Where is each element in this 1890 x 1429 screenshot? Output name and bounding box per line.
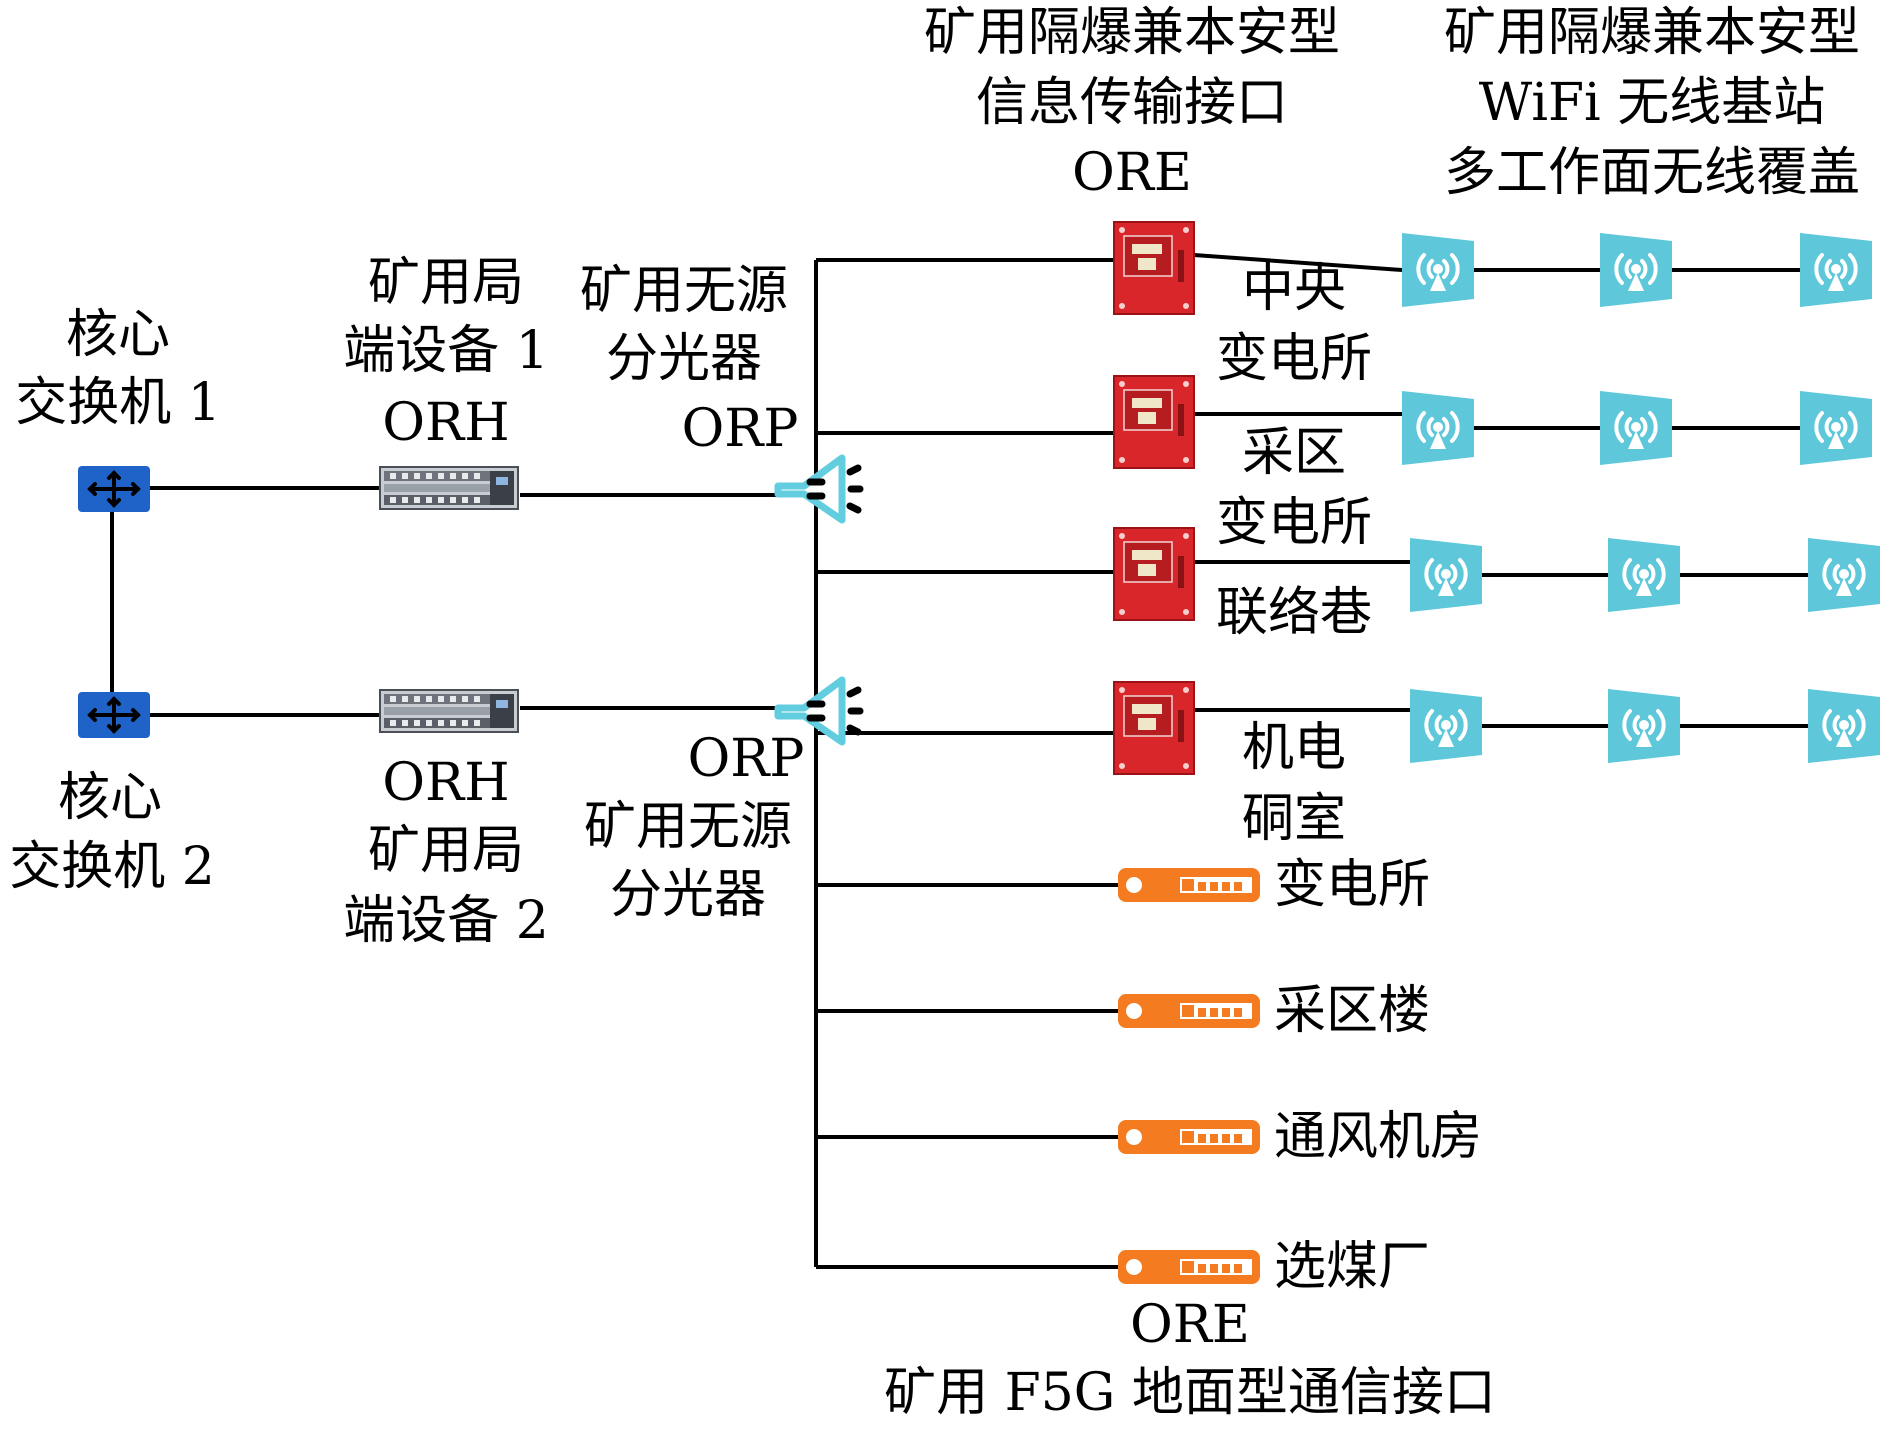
orp-2: ORP 矿用无源 分光器	[584, 680, 860, 925]
orh-2-label-line1: ORH	[382, 753, 509, 813]
orh-1: 矿用局 端设备 1 ORH	[343, 253, 549, 510]
ont-terminal-icon	[1118, 868, 1260, 902]
orp-1-label-line1: 矿用无源	[580, 261, 788, 321]
ore-underground-header: 矿用隔爆兼本安型 信息传输接口 ORE	[924, 3, 1340, 203]
orh-2: ORH 矿用局 端设备 2	[343, 689, 549, 951]
wifi-header-line1: 矿用隔爆兼本安型	[1444, 3, 1860, 63]
explosion-proof-box-icon	[1113, 527, 1195, 621]
surface-site-label: 变电所	[1274, 855, 1430, 915]
core-switch-2-label-line2: 交换机 2	[9, 837, 215, 897]
ore-surface-footer: ORE 矿用 F5G 地面型通信接口	[884, 1295, 1496, 1423]
wifi-row-4	[1408, 687, 1882, 765]
surface-ore-row-2: 采区楼	[1118, 981, 1430, 1041]
site-label: 联络巷	[1216, 583, 1372, 643]
explosion-proof-box-icon	[1113, 375, 1195, 469]
site-label: 机电	[1242, 718, 1346, 778]
wireless-ap-icon	[1598, 231, 1674, 309]
core-switch-1-label-line1: 核心	[66, 305, 170, 365]
surface-site-label: 选煤厂	[1274, 1237, 1430, 1297]
ore-header-line2: 信息传输接口	[976, 73, 1288, 133]
connection-lines	[110, 253, 1808, 1269]
ont-terminal-icon	[1118, 1250, 1260, 1284]
orp-2-label-line1: ORP	[688, 729, 805, 789]
surface-site-label: 通风机房	[1274, 1107, 1482, 1167]
ont-terminal-icon	[1118, 1120, 1260, 1154]
wifi-header-line2: WiFi 无线基站	[1479, 73, 1825, 133]
core-switch-1: 核心 交换机 1	[15, 305, 221, 514]
underground-ore-row-1: 中央 变电所	[1113, 221, 1372, 389]
wireless-ap-icon	[1400, 231, 1476, 309]
orh-1-label-line3: ORH	[382, 393, 509, 453]
olt-rack-icon	[379, 466, 519, 510]
wireless-ap-icon	[1798, 231, 1874, 309]
underground-ore-row-2: 采区 变电所	[1113, 375, 1372, 553]
explosion-proof-box-icon	[1113, 681, 1195, 775]
wifi-row-3	[1408, 536, 1882, 614]
wireless-ap-icon	[1408, 687, 1484, 765]
wifi-row-1	[1400, 231, 1874, 309]
ore-footer-line1: ORE	[1130, 1295, 1250, 1355]
ore-footer-line2: 矿用 F5G 地面型通信接口	[884, 1363, 1496, 1423]
site-label: 变电所	[1216, 493, 1372, 553]
orp-1-label-line2: 分光器	[606, 329, 762, 389]
surface-ore-row-1: 变电所	[1118, 855, 1430, 915]
orh-2-label-line3: 端设备 2	[343, 891, 549, 951]
olt-rack-icon	[379, 689, 519, 733]
site-label: 硐室	[1242, 789, 1346, 849]
network-switch-icon	[76, 690, 152, 740]
wireless-ap-icon	[1806, 536, 1882, 614]
wireless-ap-icon	[1798, 389, 1874, 467]
site-label: 采区	[1242, 423, 1346, 483]
surface-ore-row-3: 通风机房	[1118, 1107, 1482, 1167]
optical-splitter-icon	[778, 458, 860, 520]
ore-header-line3: ORE	[1072, 143, 1192, 203]
ore-header-line1: 矿用隔爆兼本安型	[924, 3, 1340, 63]
explosion-proof-box-icon	[1113, 221, 1195, 315]
wireless-ap-icon	[1598, 389, 1674, 467]
wifi-row-2	[1400, 389, 1874, 467]
orh-1-label-line1: 矿用局	[368, 253, 524, 313]
underground-ore-row-3: 联络巷	[1113, 527, 1372, 643]
wireless-ap-icon	[1806, 687, 1882, 765]
wifi-header: 矿用隔爆兼本安型 WiFi 无线基站 多工作面无线覆盖	[1444, 3, 1860, 203]
wireless-ap-icon	[1408, 536, 1484, 614]
wireless-ap-icon	[1606, 687, 1682, 765]
core-switch-2-label-line1: 核心	[58, 768, 162, 828]
surface-site-label: 采区楼	[1274, 981, 1430, 1041]
wifi-header-line3: 多工作面无线覆盖	[1444, 143, 1860, 203]
underground-ore-row-4: 机电 硐室	[1113, 681, 1346, 849]
network-switch-icon	[76, 464, 152, 514]
orp-2-label-line2: 矿用无源	[584, 797, 792, 857]
orp-2-label-line3: 分光器	[610, 865, 766, 925]
orp-1: 矿用无源 分光器 ORP	[580, 261, 860, 520]
wireless-ap-icon	[1606, 536, 1682, 614]
wireless-ap-icon	[1400, 389, 1476, 467]
site-label: 中央	[1242, 259, 1346, 319]
site-label: 变电所	[1216, 329, 1372, 389]
surface-ore-row-4: 选煤厂	[1118, 1237, 1430, 1297]
core-switch-2: 核心 交换机 2	[9, 690, 215, 897]
orp-1-label-line3: ORP	[682, 399, 799, 459]
orh-1-label-line2: 端设备 1	[343, 321, 549, 381]
core-switch-1-label-line2: 交换机 1	[15, 373, 221, 433]
ont-terminal-icon	[1118, 994, 1260, 1028]
orh-2-label-line2: 矿用局	[368, 821, 524, 881]
